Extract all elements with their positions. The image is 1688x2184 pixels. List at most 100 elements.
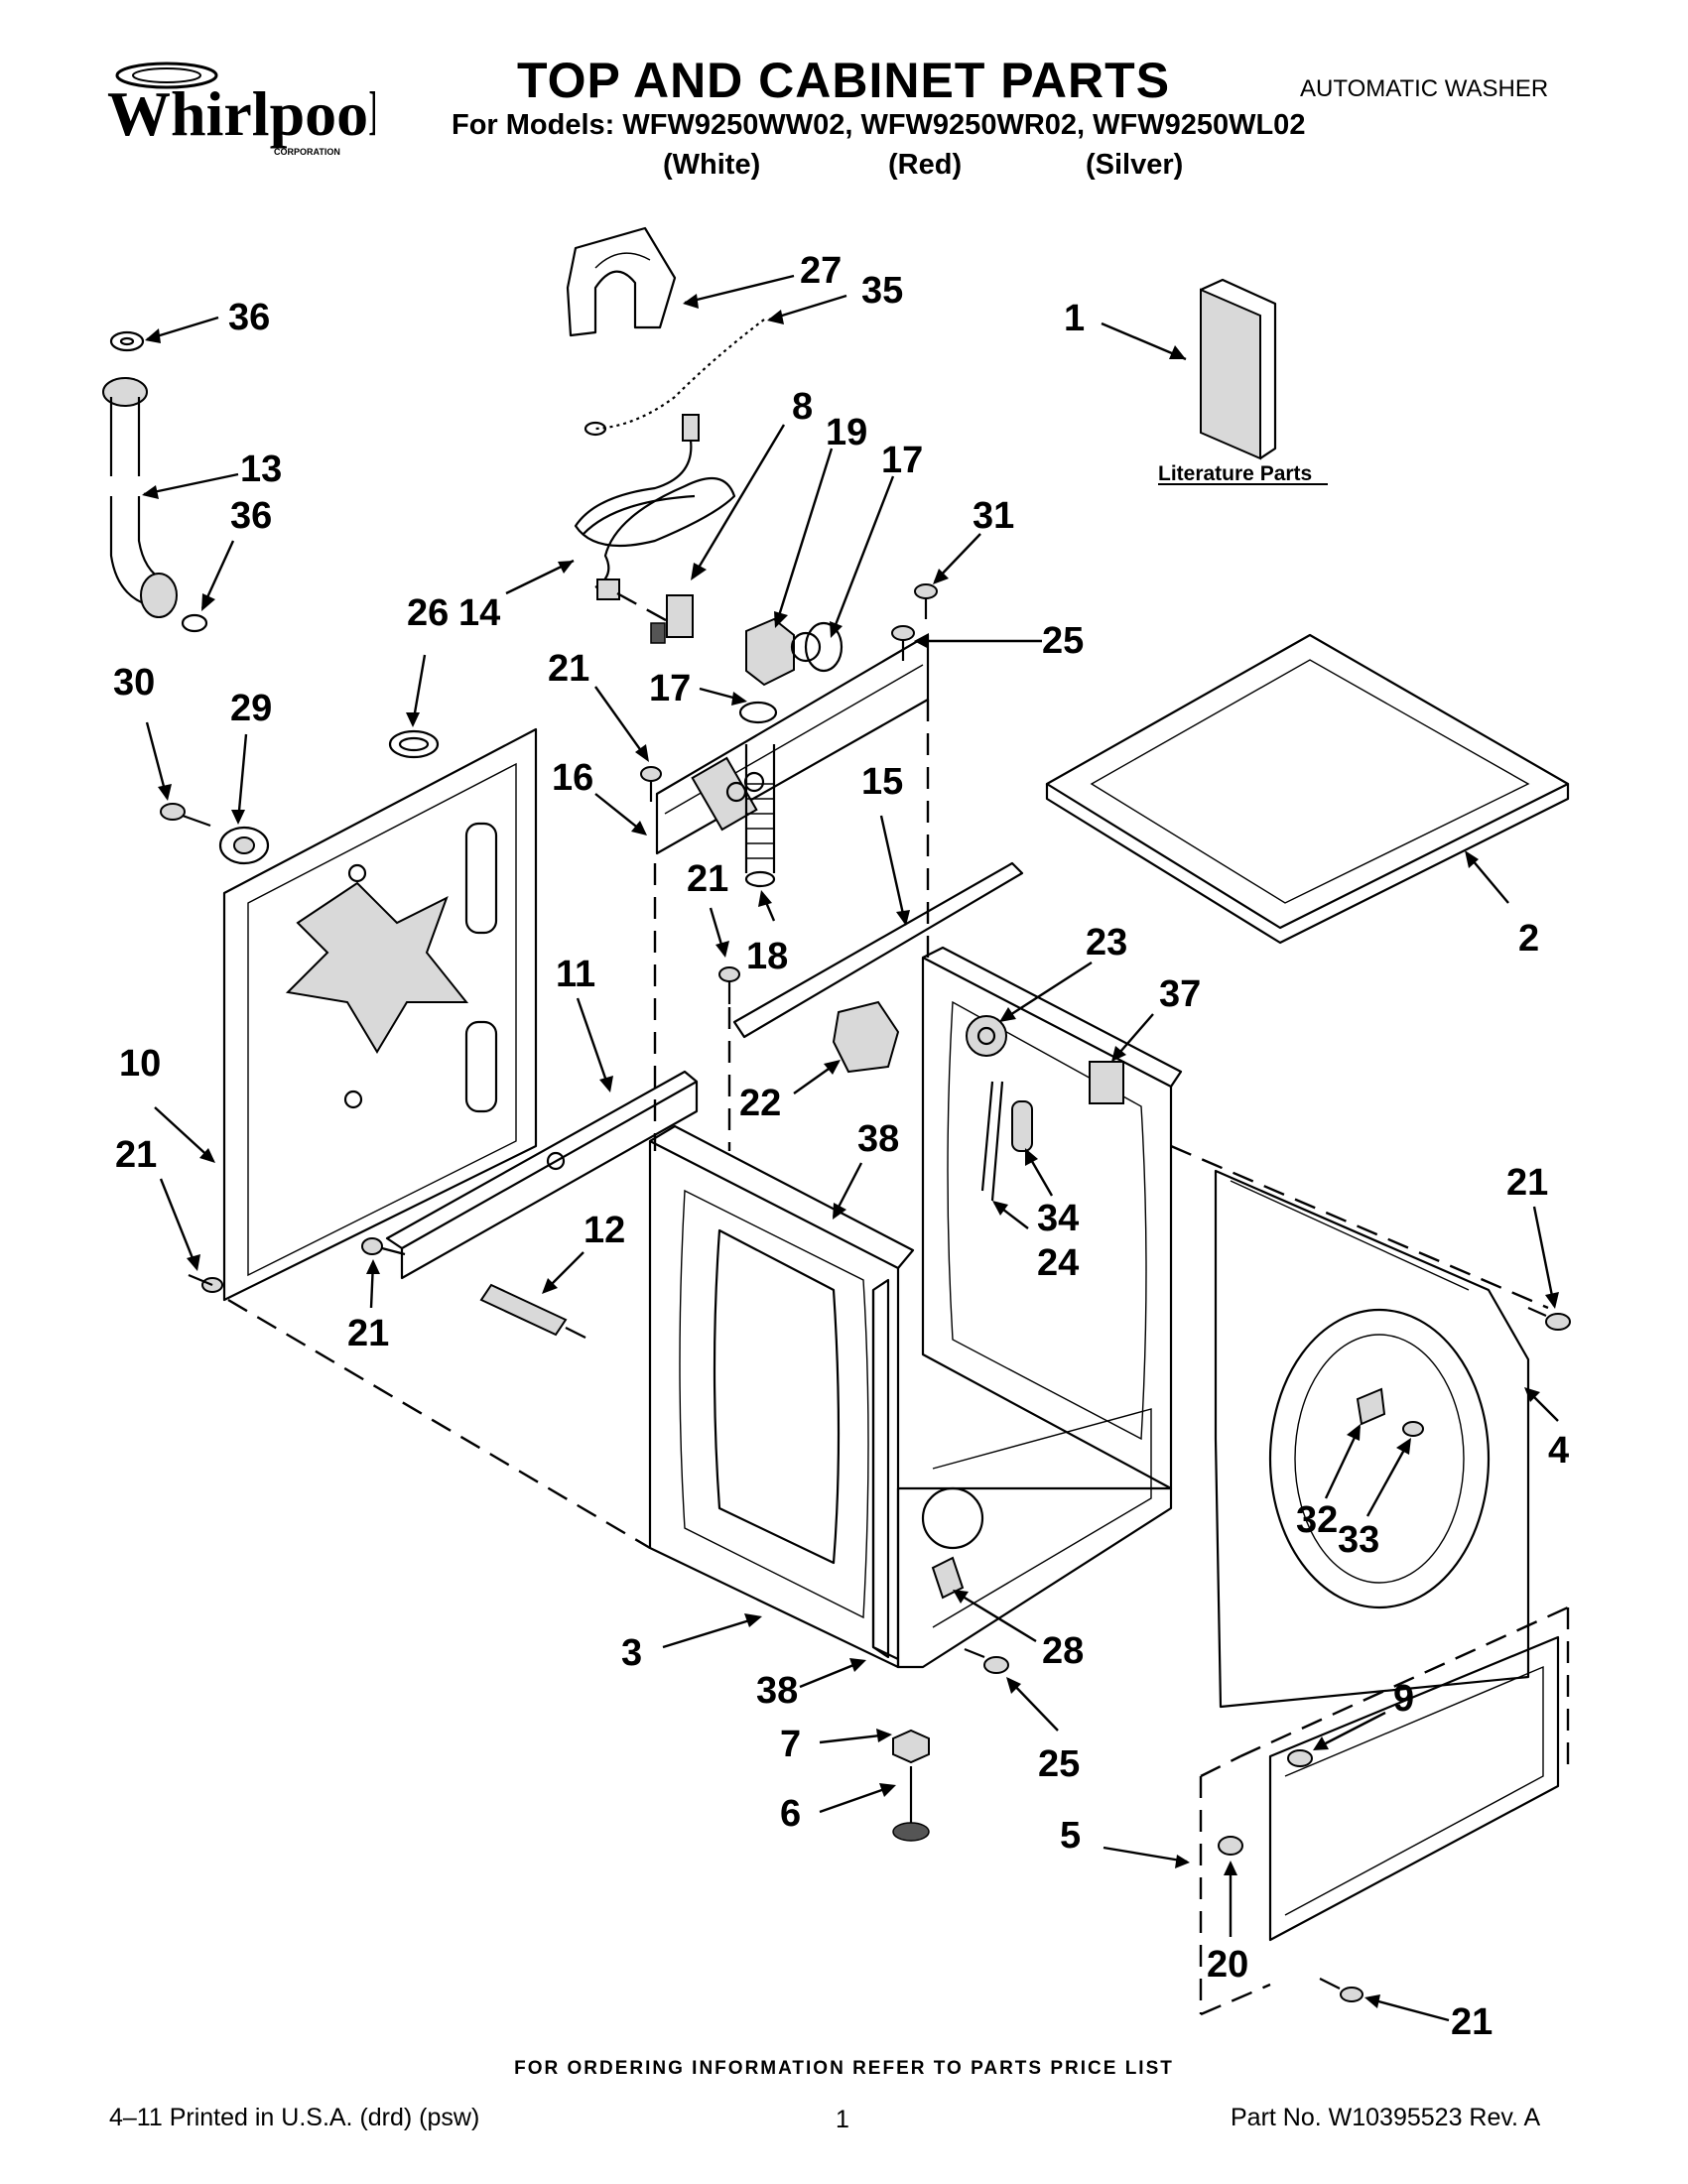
color-white: (White)	[663, 149, 761, 181]
callout-28: 28	[1042, 1630, 1084, 1672]
fill-hose-part	[744, 744, 776, 888]
callout-21-a: 21	[548, 648, 589, 690]
callout-15: 15	[861, 761, 903, 803]
toe-panel-part	[1268, 1635, 1560, 1942]
plug-9-part	[1287, 1749, 1313, 1767]
page-title: TOP AND CABINET PARTS	[516, 53, 1171, 108]
callout-7: 7	[780, 1724, 801, 1765]
callout-21-b: 21	[687, 858, 728, 900]
callout-24: 24	[1037, 1242, 1079, 1284]
bolt-30-part	[160, 803, 211, 828]
print-info: 4–11 Printed in U.S.A. (drd) (psw)	[109, 2104, 480, 2131]
screw-21e-part	[1527, 1306, 1571, 1331]
leader-lines	[142, 274, 1559, 2022]
callout-5: 5	[1060, 1815, 1081, 1857]
callout-1: 1	[1064, 298, 1085, 339]
callout-23: 23	[1086, 922, 1127, 964]
whirlpool-logo: Whirlpool CORPORATION	[107, 58, 386, 167]
screw-21d-part	[361, 1237, 406, 1256]
callout-32: 32	[1296, 1499, 1338, 1541]
callout-25-bottom: 25	[1038, 1743, 1080, 1785]
callout-10: 10	[119, 1043, 161, 1085]
callout-18: 18	[746, 936, 788, 977]
screw-31-part	[914, 583, 938, 619]
button-20-part	[1218, 1836, 1243, 1856]
bracket-29-part	[218, 826, 270, 865]
literature-booklet	[1200, 278, 1277, 460]
nut-7-part	[892, 1729, 930, 1764]
inlet-hose-part	[102, 377, 178, 618]
hose-24-part	[980, 1081, 994, 1192]
callout-21-e: 21	[1506, 1162, 1548, 1204]
callout-26: 26	[407, 592, 449, 634]
screw-21f-part	[1319, 1978, 1363, 2002]
color-silver: (Silver)	[1086, 149, 1184, 181]
leveling-foot-part	[892, 1766, 930, 1842]
callout-11: 11	[556, 954, 595, 995]
top-cover-part	[1045, 633, 1570, 945]
callout-14: 14	[458, 592, 500, 634]
callout-17-top: 17	[881, 440, 923, 481]
strip-38-part	[871, 1278, 890, 1659]
washer-base-part	[896, 1408, 1173, 1669]
callout-9: 9	[1393, 1678, 1414, 1720]
filter-34-part	[1011, 1100, 1033, 1152]
callout-21-f: 21	[1451, 2001, 1493, 2043]
screw-21c-part	[188, 1273, 223, 1293]
callout-30: 30	[113, 662, 155, 704]
front-panel-part	[1214, 1169, 1530, 1709]
models-line: For Models: WFW9250WW02, WFW9250WR02, WF…	[452, 109, 1306, 141]
callout-21-c: 21	[115, 1134, 157, 1176]
callout-37: 37	[1159, 973, 1201, 1015]
bottom-rail-part	[385, 1070, 699, 1280]
ordering-note: FOR ORDERING INFORMATION REFER TO PARTS …	[514, 2058, 1174, 2079]
power-cord-part	[574, 414, 736, 600]
callout-8: 8	[792, 386, 813, 428]
bracket-37-part	[1089, 1061, 1124, 1104]
color-red: (Red)	[888, 149, 963, 181]
callout-35: 35	[861, 270, 903, 312]
callout-31: 31	[973, 495, 1014, 537]
callout-22: 22	[739, 1083, 781, 1124]
screw-21b-part	[718, 966, 740, 1004]
callout-numbers: 36 27 35 1 8 19 17 13 36 31 26 14 25 30 …	[113, 250, 1569, 2043]
top-strip-part	[732, 861, 1024, 1039]
brand-subtitle: CORPORATION	[274, 147, 340, 157]
door-lock-rod-part	[479, 1283, 586, 1339]
hose-clip-part	[566, 226, 677, 337]
callout-34: 34	[1037, 1198, 1079, 1239]
water-inlet-part	[738, 617, 844, 724]
document-type: AUTOMATIC WASHER	[1300, 75, 1549, 102]
callout-4: 4	[1548, 1430, 1569, 1472]
callout-20: 20	[1207, 1944, 1248, 1986]
brand-wordmark: Whirlpool	[107, 78, 375, 149]
callout-13: 13	[240, 449, 282, 490]
part-number: Part No. W10395523 Rev. A	[1231, 2104, 1541, 2131]
washer-36-top	[109, 330, 145, 352]
screw-25b-part	[964, 1647, 1009, 1674]
door-catch-32-part	[1356, 1387, 1386, 1426]
callout-16: 16	[552, 757, 593, 799]
cord-connector-part	[666, 594, 694, 638]
callout-38-bottom: 38	[756, 1670, 798, 1712]
callout-36-bottom: 36	[230, 495, 272, 537]
callout-6: 6	[780, 1793, 801, 1835]
screw-33-part	[1402, 1421, 1424, 1437]
callout-25-top: 25	[1042, 620, 1084, 662]
callout-33: 33	[1338, 1519, 1379, 1561]
screw-21a-part	[640, 766, 662, 802]
callout-3: 3	[621, 1632, 642, 1674]
bracket-28-part	[931, 1556, 965, 1600]
grommet-part	[388, 729, 440, 759]
chain-ring	[584, 421, 607, 437]
callout-29: 29	[230, 688, 272, 729]
callout-36-top: 36	[228, 297, 270, 338]
rear-panel-part	[222, 727, 538, 1302]
callout-38-top: 38	[857, 1118, 899, 1160]
callout-12: 12	[584, 1210, 625, 1251]
literature-parts-label: Literature Parts	[1158, 462, 1312, 485]
callout-27: 27	[800, 250, 842, 292]
capacitor-22-part	[832, 1000, 900, 1074]
page-number: 1	[836, 2106, 849, 2133]
